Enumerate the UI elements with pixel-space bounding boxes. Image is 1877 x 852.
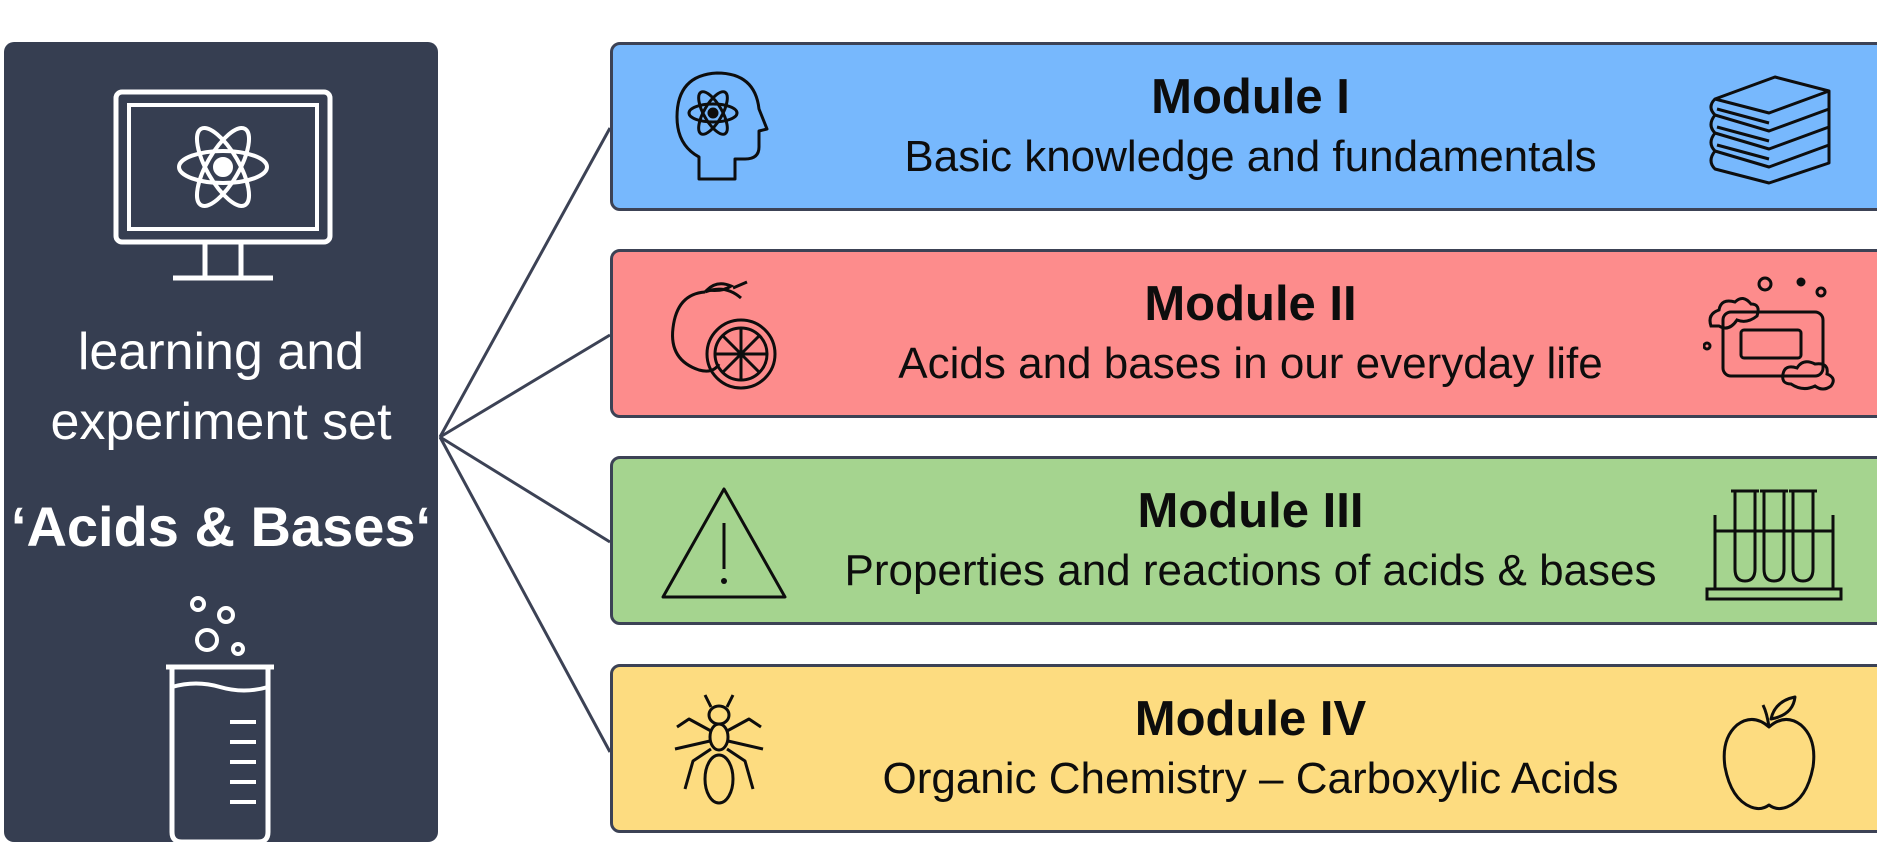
lemon-icon [661, 278, 781, 398]
ant-icon [669, 693, 769, 809]
module-i-subtitle: Basic knowledge and fundamentals [904, 132, 1597, 181]
books-stack-icon [1705, 69, 1835, 185]
module-iii-heading: Module III [1137, 484, 1364, 538]
module-ii-heading: Module II [1144, 277, 1357, 331]
module-ii-card: Module II Acids and bases in our everyda… [610, 249, 1877, 418]
module-iv-heading: Module IV [1134, 692, 1367, 746]
connector-module-ii [439, 333, 611, 439]
module-i-heading: Module I [1151, 70, 1350, 124]
module-iv-card: Module IV Organic Chemistry – Carboxylic… [610, 664, 1877, 833]
overview-line-2: experiment set [50, 393, 392, 451]
head-atom-icon [669, 67, 769, 187]
computer-monitor-atom-icon [110, 86, 336, 286]
apple-icon [1719, 695, 1819, 813]
connector-lines [438, 127, 612, 753]
overview-line-1: learning and [77, 323, 365, 381]
connector-module-i [438, 127, 612, 438]
module-ii-subtitle: Acids and bases in our everyday life [898, 339, 1603, 388]
connector-module-iii [439, 435, 611, 544]
overview-panel: learning and experiment set ‘Acids & Bas… [4, 42, 438, 845]
test-tubes-icon [1705, 485, 1845, 603]
module-iii-subtitle: Properties and reactions of acids & base… [844, 546, 1657, 595]
module-i-card: Module I Basic knowledge and fundamental… [610, 42, 1877, 211]
connector-module-iv [438, 436, 612, 753]
module-iii-card: Module III Properties and reactions of a… [610, 456, 1877, 625]
soap-bubbles-icon [1703, 274, 1839, 398]
overview-title: ‘Acids & Bases‘ [10, 495, 432, 558]
warning-triangle-icon [657, 483, 791, 603]
module-iv-subtitle: Organic Chemistry – Carboxylic Acids [882, 754, 1619, 803]
